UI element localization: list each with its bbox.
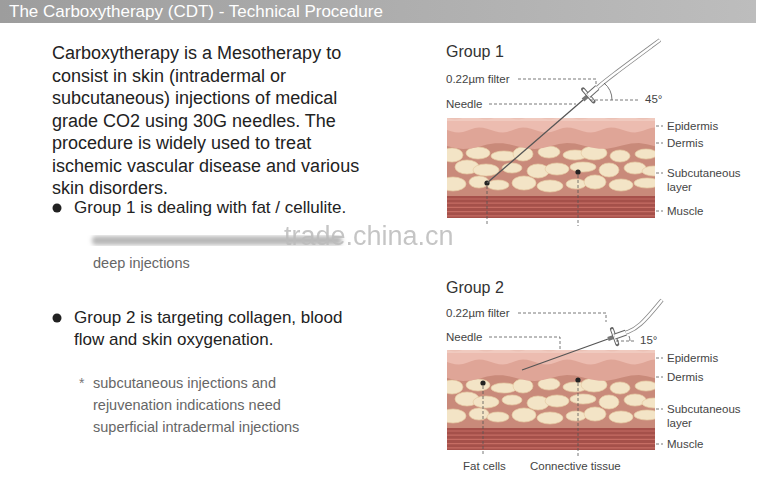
note-text: deep injections (93, 253, 293, 273)
angle-guide (590, 100, 640, 101)
pointer-line (578, 383, 579, 456)
marker-dot (575, 377, 580, 382)
leader-line (656, 377, 663, 378)
group-heading: Group 1 (446, 42, 546, 61)
leader-line (656, 444, 663, 445)
layer-label: Subcutaneous layer (667, 166, 757, 194)
bullet-text: Group 2 is targeting collagen, blood flo… (74, 307, 366, 351)
leader-line (656, 143, 663, 144)
layer-label: Muscle (667, 204, 762, 218)
leader-line (518, 313, 606, 322)
bullet-text: Group 1 is dealing with fat / cellulite. (74, 197, 374, 219)
pointer-line (487, 186, 488, 226)
bullet-dot (53, 204, 62, 213)
leader-line (656, 409, 663, 410)
part-label: 0.22µm filter (446, 306, 536, 320)
group-heading: Group 2 (446, 278, 546, 297)
skin-section (440, 349, 666, 450)
note-text: subcutaneous injections and rejuvenation… (93, 372, 333, 438)
leader-line (489, 104, 576, 105)
marker-dot (480, 380, 485, 385)
leader-line (656, 173, 663, 174)
part-label: Connective tissue (530, 459, 650, 473)
layer-label: Epidermis (667, 351, 762, 365)
header-bar (0, 0, 756, 23)
leader-line (656, 126, 663, 127)
syringe (487, 40, 660, 183)
leader-line (489, 337, 560, 350)
angle-arc (629, 336, 630, 341)
angle-label: 45° (645, 92, 685, 106)
part-label: Fat cells (463, 459, 533, 473)
page-title: The Carboxytherapy (CDT) - Technical Pro… (9, 2, 383, 21)
skin-section (440, 117, 666, 218)
part-label: Needle (446, 97, 506, 111)
layer-label: Dermis (667, 370, 762, 384)
leader-line (656, 211, 663, 212)
part-label: Needle (446, 330, 506, 344)
angle-label: 15° (640, 333, 680, 347)
pointer-line (483, 386, 484, 456)
pointer-line (578, 175, 579, 226)
asterisk: * (79, 374, 91, 392)
layer-label: Subcutaneous layer (667, 402, 757, 430)
part-label: 0.22µm filter (446, 72, 536, 86)
layer-label: Muscle (667, 437, 762, 451)
angle-arc (604, 83, 612, 100)
watermark: trade.china.cn (284, 221, 504, 251)
layer-label: Dermis (667, 136, 762, 150)
bullet-dot (53, 314, 62, 323)
leader-line (518, 79, 596, 86)
marker-dot (575, 169, 580, 174)
layer-label: Epidermis (667, 119, 762, 133)
angle-guide (616, 341, 636, 342)
intro-text: Carboxytherapy is a Mesotherapy to consi… (52, 42, 374, 200)
leader-line (656, 358, 663, 359)
